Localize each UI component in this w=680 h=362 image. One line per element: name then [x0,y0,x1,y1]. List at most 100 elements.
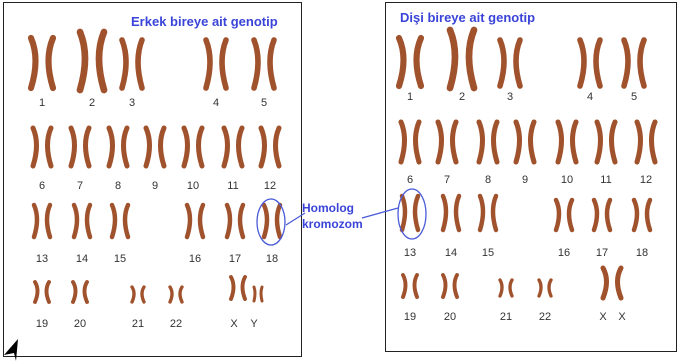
female-chromosome-label-14: 14 [445,247,457,259]
female-chromosome-label-20: 20 [444,311,456,323]
male-chromosome-label-1: 1 [39,97,45,109]
male-chromosome-label-14: 14 [76,253,88,265]
female-chromosome-label-8: 8 [485,174,491,186]
homolog-label-line2: kromozom [302,216,363,232]
chromosome-pair-male-16 [187,205,203,237]
male-chromosome-label-10: 10 [187,180,199,192]
chromosome-pair-male-5 [254,40,274,88]
female-chromosome-label-6: 6 [407,174,413,186]
male-homolog-highlight [257,199,285,245]
chromosome-pair-female-14 [443,196,459,230]
female-chromosome-label-13: 13 [404,247,416,259]
female-chromosome-label-7: 7 [444,174,450,186]
female-chromosome-label-19: 19 [404,311,416,323]
male-chromosome-label-3: 3 [129,97,135,109]
female-homolog-highlight [398,189,426,239]
chromosome-pair-female-13 [402,196,418,230]
female-chromosome-label-10: 10 [561,174,573,186]
female-chromosome-label-3: 3 [507,91,513,103]
male-chromosome-label-20: 20 [74,318,86,330]
chromosome-pair-male-14 [74,205,90,237]
chromosome-pair-male-3 [122,40,142,88]
female-genotype-title: Dişi bireye ait genotip [400,10,535,25]
chromosome-pair-female-3 [500,40,520,86]
chromosome-pair-female-7 [438,122,456,162]
male-chromosome-label-2: 2 [89,97,95,109]
chromosome-pair-male-10 [184,128,202,166]
male-chromosome-label-7: 7 [77,180,83,192]
female-chromosome-label-9: 9 [522,174,528,186]
male-chromosome-label-11: 11 [227,180,238,192]
chromosome-pair-female-5 [624,40,644,86]
chromosome-pair-male-11 [224,128,242,166]
chromosome-pair-male-24 [254,287,262,301]
male-chromosome-label-17: 17 [229,253,241,265]
pointer-to-female-homolog [362,208,398,218]
chromosome-pair-female-8 [479,122,497,162]
chromosome-pair-female-17 [594,200,610,230]
male-chromosome-label-9: 9 [152,180,158,192]
male-chromosome-label-19: 19 [36,318,48,330]
female-chromosome-label-11: 11 [600,174,611,186]
male-chromosome-label-15: 15 [114,253,126,265]
chromosome-pair-male-20 [73,282,87,302]
chromosome-pair-male-6 [33,128,51,166]
chromosome-pair-female-9 [516,122,534,162]
female-chromosome-label-23: X [599,311,607,323]
female-chromosome-label-21: 21 [500,311,512,323]
chromosome-pair-female-6 [401,122,419,162]
female-chromosome-label-18: 18 [636,247,648,259]
chromosome-pair-female-11 [597,122,615,162]
homolog-chromosome-label: Homolog kromozom [302,200,363,232]
chromosome-pair-female-18 [634,200,650,230]
female-chromosome-label-24: X [618,311,626,323]
male-chromosome-label-18: 18 [266,253,278,265]
corner-arrow-icon [0,337,20,362]
female-chromosome-label-15: 15 [482,247,494,259]
chromosome-pair-female-19 [403,275,417,297]
female-chromosome-label-16: 16 [558,247,570,259]
male-genotype-title: Erkek bireye ait genotip [131,14,278,29]
chromosome-pair-female-20 [443,275,457,297]
chromosome-pair-female-12 [637,122,655,162]
chromosome-pair-female-1 [399,38,421,86]
male-chromosome-label-16: 16 [189,253,201,265]
chromosome-pair-male-2 [80,32,104,90]
male-chromosome-label-6: 6 [39,180,45,192]
male-chromosome-label-12: 12 [264,180,276,192]
female-chromosome-label-12: 12 [640,174,652,186]
chromosome-pair-male-19 [35,282,49,302]
chromosome-pair-male-22 [170,287,182,302]
chromosome-pair-male-17 [227,205,243,237]
male-chromosome-label-13: 13 [36,253,48,265]
chromosome-pair-male-18 [264,205,280,237]
chromosome-pair-female-15 [480,196,496,230]
chromosome-pair-female-4 [580,40,600,86]
chromosome-pair-male-1 [31,38,53,88]
homolog-label-line1: Homolog [302,200,363,216]
chromosome-pair-male-15 [112,205,128,237]
chromosome-pair-male-13 [34,205,50,237]
chromosome-pair-male-4 [206,40,226,88]
male-chromosome-label-24: Y [250,318,258,330]
chromosome-pair-male-23 [231,277,245,299]
chromosome-pair-female-16 [556,200,572,230]
chromosome-pair-male-7 [71,128,89,166]
chromosome-pair-female-21 [500,280,512,296]
male-chromosome-label-23: X [230,318,238,330]
chromosome-pair-female-2 [450,30,474,88]
female-chromosome-label-1: 1 [407,91,413,103]
chromosome-pair-female-23 [603,268,621,298]
male-chromosome-label-5: 5 [261,97,267,109]
male-chromosome-label-4: 4 [213,97,219,109]
female-chromosome-label-5: 5 [631,91,637,103]
male-chromosome-label-21: 21 [132,318,144,330]
chromosome-pair-female-10 [558,122,576,162]
chromosome-pair-male-21 [132,287,144,302]
chromosome-pair-male-12 [261,128,279,166]
female-chromosome-label-22: 22 [539,311,551,323]
female-chromosome-label-17: 17 [596,247,608,259]
male-chromosome-label-8: 8 [115,180,121,192]
male-chromosome-label-22: 22 [170,318,182,330]
